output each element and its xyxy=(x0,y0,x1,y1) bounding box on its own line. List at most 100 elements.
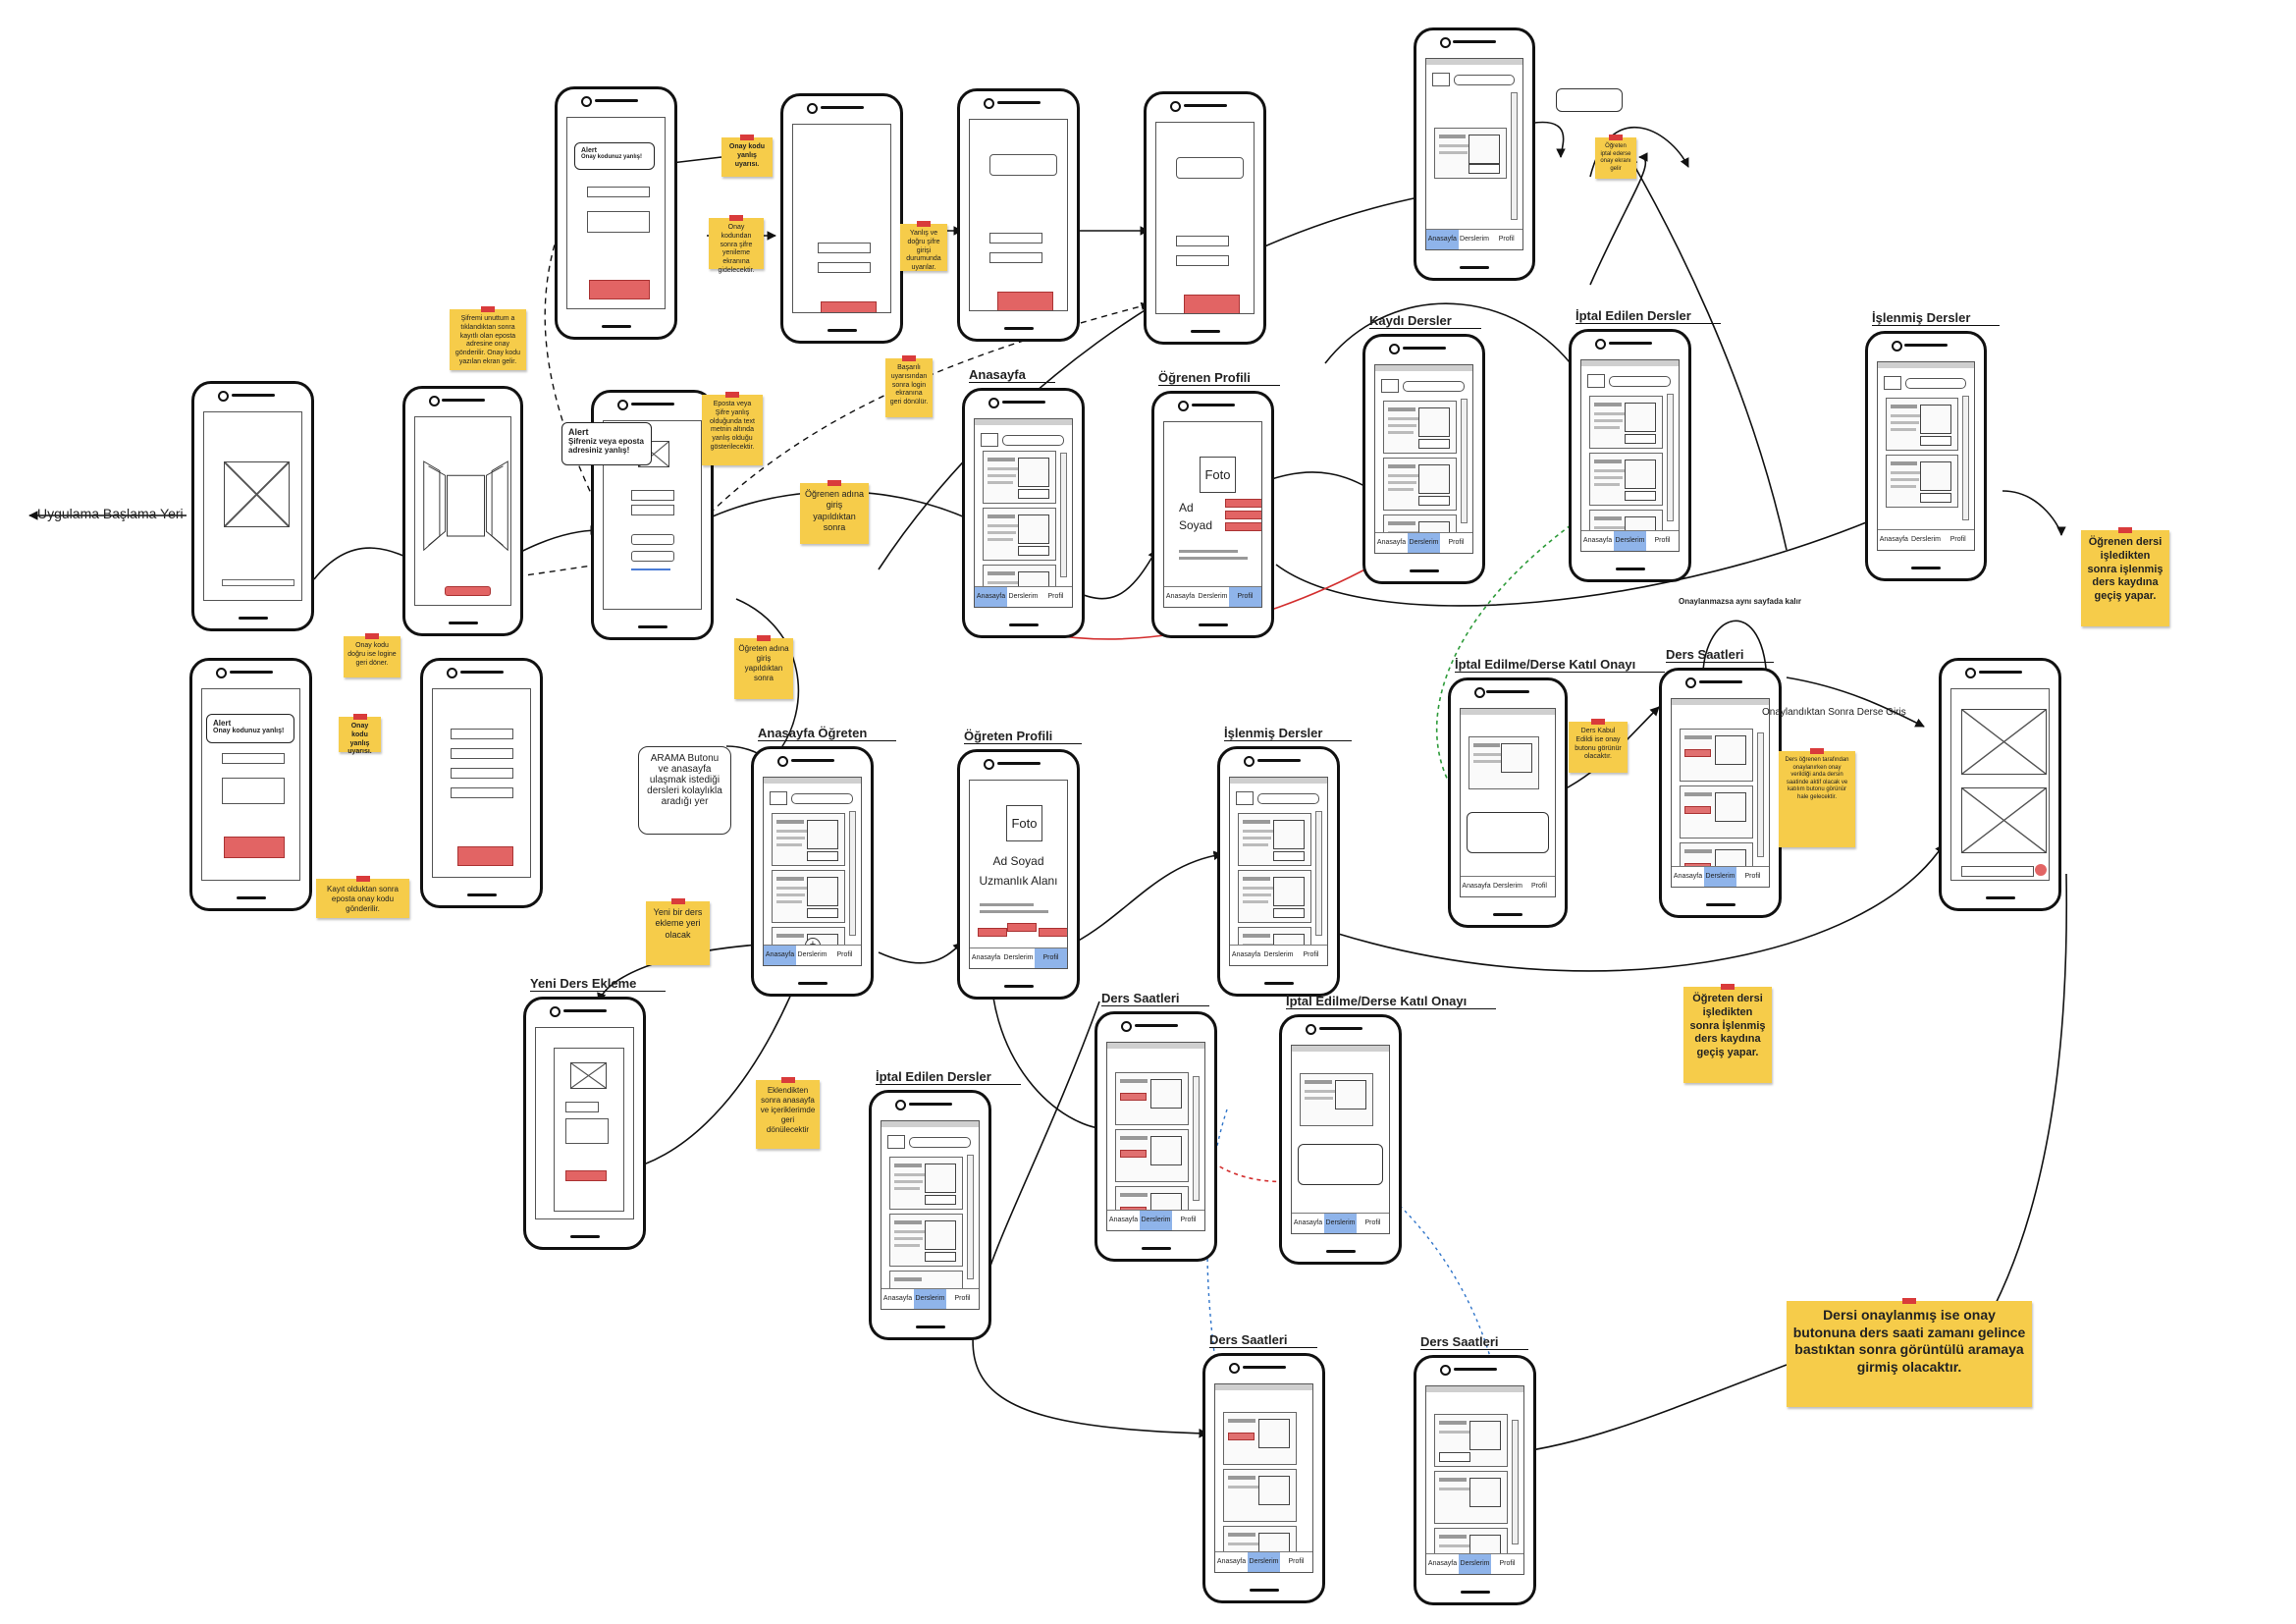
nav-profile[interactable]: Profil xyxy=(1448,539,1465,546)
schedule-card[interactable] xyxy=(1223,1412,1297,1465)
nav-profile[interactable]: Profil xyxy=(1229,587,1261,607)
nav-courses[interactable]: Derslerim xyxy=(1408,533,1440,553)
search-input[interactable] xyxy=(791,793,853,804)
nav-courses[interactable]: Derslerim xyxy=(1614,531,1646,551)
nav-home[interactable]: Anasayfa xyxy=(971,954,1001,961)
search-input[interactable] xyxy=(1905,378,1966,389)
nav-courses[interactable]: Derslerim xyxy=(1248,1552,1280,1572)
save-password-button[interactable] xyxy=(997,292,1053,310)
code-input[interactable] xyxy=(222,778,285,804)
schedule-card[interactable] xyxy=(1680,729,1753,782)
save-password-button[interactable] xyxy=(1184,295,1240,313)
send-button[interactable] xyxy=(589,280,650,299)
search-input[interactable] xyxy=(909,1137,971,1148)
nav-home[interactable]: Anasayfa xyxy=(975,587,1007,607)
password-field[interactable] xyxy=(631,505,674,515)
repeat-password-field[interactable] xyxy=(818,262,871,273)
nav-home[interactable]: Anasayfa xyxy=(1582,537,1613,544)
nav-profile[interactable]: Profil xyxy=(836,951,853,958)
search-input[interactable] xyxy=(1403,381,1465,392)
course-card[interactable] xyxy=(889,1157,963,1210)
nav-profile[interactable]: Profil xyxy=(1949,536,1966,543)
nav-courses[interactable]: Derslerim xyxy=(797,951,828,958)
email-field[interactable] xyxy=(631,490,674,501)
schedule-card[interactable] xyxy=(1223,1469,1297,1522)
schedule-card[interactable] xyxy=(1680,785,1753,839)
course-card[interactable] xyxy=(1383,401,1457,454)
profile-action-button[interactable] xyxy=(978,928,1007,937)
nav-home[interactable]: Anasayfa xyxy=(1108,1217,1139,1223)
start-button[interactable] xyxy=(445,586,491,596)
nav-courses[interactable]: Derslerim xyxy=(1140,1211,1172,1230)
nav-home[interactable]: Anasayfa xyxy=(764,946,796,965)
nav-profile[interactable]: Profil xyxy=(1180,1217,1197,1223)
nav-profile[interactable]: Profil xyxy=(1744,873,1761,880)
email-field[interactable] xyxy=(451,748,513,759)
new-password-field[interactable] xyxy=(818,243,871,253)
course-image-upload-icon[interactable] xyxy=(570,1062,607,1089)
course-card[interactable] xyxy=(1300,1073,1373,1126)
nav-home[interactable]: Anasayfa xyxy=(1879,536,1908,543)
scrollbar[interactable] xyxy=(1512,1420,1519,1544)
send-button[interactable] xyxy=(224,837,285,858)
nav-courses[interactable]: Derslerim xyxy=(1263,951,1294,958)
code-input[interactable] xyxy=(587,211,650,233)
register-button[interactable] xyxy=(631,551,674,562)
nav-home[interactable]: Anasayfa xyxy=(1231,951,1261,958)
code-field[interactable] xyxy=(587,187,650,197)
scrollbar[interactable] xyxy=(1757,732,1764,857)
schedule-card[interactable] xyxy=(1115,1129,1189,1182)
course-card[interactable] xyxy=(1589,396,1663,449)
course-card[interactable] xyxy=(1886,398,1958,451)
nav-courses[interactable]: Derslerim xyxy=(1198,593,1228,600)
scrollbar[interactable] xyxy=(1193,1076,1200,1201)
schedule-card[interactable] xyxy=(1115,1072,1189,1125)
password-field[interactable] xyxy=(451,768,513,779)
scrollbar[interactable] xyxy=(1511,92,1518,220)
schedule-card[interactable] xyxy=(1434,1471,1508,1524)
course-card[interactable] xyxy=(1383,458,1457,511)
course-card[interactable] xyxy=(772,813,845,866)
nav-courses[interactable]: Derslerim xyxy=(1911,536,1941,543)
scrollbar[interactable] xyxy=(849,811,856,936)
course-card[interactable] xyxy=(983,508,1056,561)
nav-home[interactable]: Anasayfa xyxy=(1165,593,1196,600)
login-button[interactable] xyxy=(631,534,674,545)
profile-action-button[interactable] xyxy=(1007,923,1037,932)
nav-profile[interactable]: Profil xyxy=(1047,593,1064,600)
course-card[interactable] xyxy=(889,1214,963,1267)
course-card[interactable] xyxy=(772,870,845,923)
nav-home[interactable]: Anasayfa xyxy=(1216,1558,1247,1565)
search-result-card[interactable] xyxy=(1434,128,1507,179)
nav-courses[interactable]: Derslerim xyxy=(1324,1214,1357,1233)
end-call-icon[interactable] xyxy=(2035,864,2047,876)
profile-action-button[interactable] xyxy=(1225,522,1261,531)
scrollbar[interactable] xyxy=(967,1155,974,1279)
nav-profile[interactable]: Profil xyxy=(1288,1558,1305,1565)
forgot-password-link[interactable] xyxy=(631,568,670,570)
course-description-field[interactable] xyxy=(565,1118,609,1144)
nav-profile[interactable]: Profil xyxy=(1531,883,1547,890)
nav-courses[interactable]: Derslerim xyxy=(1459,1554,1491,1574)
profile-action-button[interactable] xyxy=(1039,928,1067,937)
nav-home[interactable]: Anasayfa xyxy=(1293,1219,1323,1226)
scrollbar[interactable] xyxy=(1060,453,1067,577)
register-submit-button[interactable] xyxy=(457,846,513,866)
new-password-field[interactable] xyxy=(989,233,1042,244)
course-card[interactable] xyxy=(1468,736,1539,789)
repeat-password-field[interactable] xyxy=(989,252,1042,263)
scrollbar[interactable] xyxy=(1667,394,1674,521)
course-card[interactable] xyxy=(1589,453,1663,506)
schedule-card[interactable] xyxy=(1434,1414,1508,1467)
nav-courses[interactable]: Derslerim xyxy=(1704,867,1736,887)
nav-profile[interactable]: Profil xyxy=(1303,951,1319,958)
nav-home[interactable]: Anasayfa xyxy=(1376,539,1407,546)
nav-courses[interactable]: Derslerim xyxy=(1493,883,1522,890)
search-input[interactable] xyxy=(1609,376,1671,387)
repeat-password-field[interactable] xyxy=(1176,255,1229,266)
course-card[interactable] xyxy=(1238,813,1311,866)
profile-action-button[interactable] xyxy=(1225,499,1261,508)
scrollbar[interactable] xyxy=(1962,396,1969,520)
course-card[interactable] xyxy=(1886,455,1958,508)
profile-action-button[interactable] xyxy=(1225,511,1261,519)
